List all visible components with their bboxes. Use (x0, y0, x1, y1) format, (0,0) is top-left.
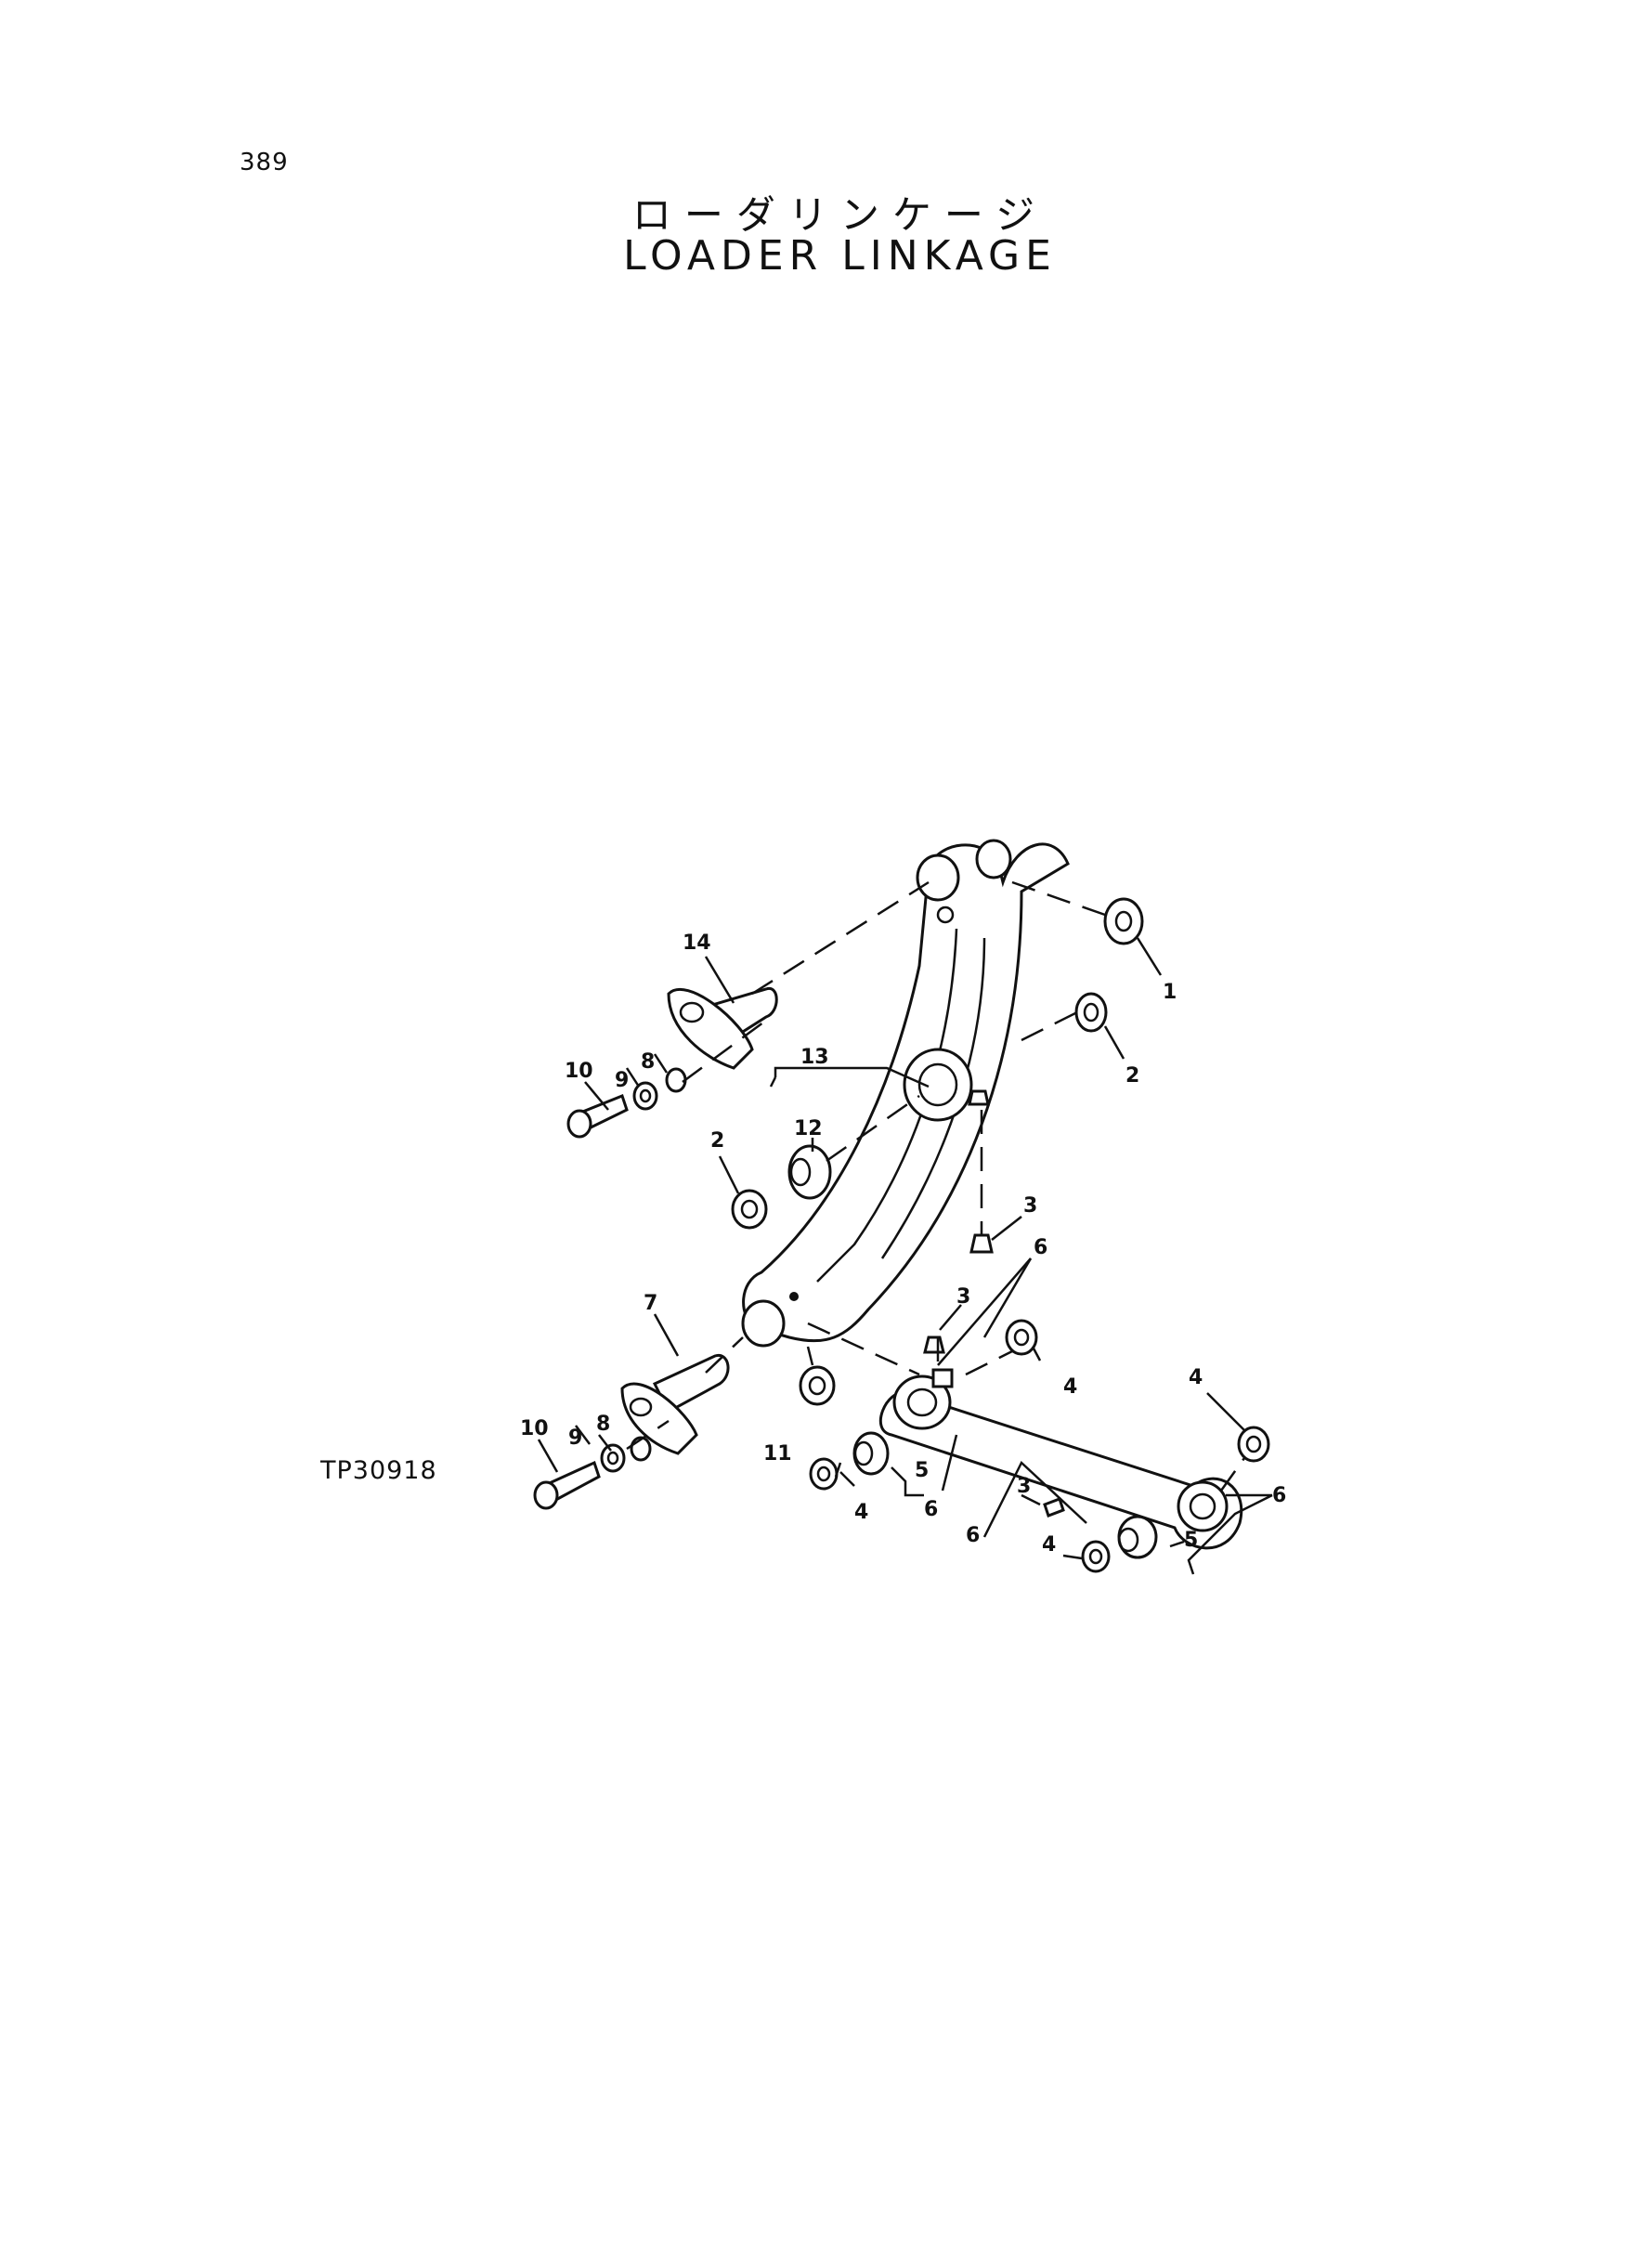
callout-label: 1 (1163, 981, 1177, 1004)
callout-label: 10 (520, 1417, 549, 1440)
pin-14 (667, 987, 778, 1070)
callout-label: 2 (1125, 1064, 1139, 1088)
callout-label: 4 (854, 1501, 868, 1524)
page-number: 389 (240, 149, 289, 176)
callout-label: 12 (794, 1117, 823, 1140)
callout-label: 5 (1184, 1529, 1198, 1552)
callout-label: 3 (1023, 1194, 1037, 1218)
callout-label: 4 (1189, 1366, 1203, 1389)
callout-label: 7 (644, 1292, 657, 1315)
callout-label: 6 (966, 1524, 980, 1547)
callout-label: 6 (924, 1498, 938, 1521)
callout-label: 8 (641, 1050, 655, 1074)
callout-label: 3 (1017, 1475, 1031, 1498)
callout-labels: 1 2 2 3 3 3 4 4 4 4 5 5 6 6 6 6 7 8 8 9 … (520, 932, 1286, 1557)
leader-lines (537, 937, 1273, 1575)
title-japanese: ローダリンケージ (631, 192, 1048, 238)
washers (600, 897, 1270, 1573)
callout-label: 2 (710, 1129, 724, 1153)
callout-label: 3 (956, 1285, 970, 1309)
callout-label: 14 (683, 932, 711, 955)
title-english: LOADER LINKAGE (623, 232, 1057, 280)
bolt-10-lower (533, 1460, 601, 1510)
loader-arm (741, 839, 1070, 1348)
callout-label: 8 (596, 1413, 610, 1436)
callout-label: 6 (1034, 1236, 1047, 1259)
callout-label: 6 (1272, 1484, 1286, 1507)
callout-label: 9 (568, 1427, 582, 1450)
lower-link (878, 1368, 1243, 1550)
pin-7 (620, 1353, 730, 1455)
figure-code: TP30918 (320, 1456, 437, 1485)
callout-label: 13 (800, 1046, 829, 1069)
callout-label: 5 (915, 1459, 929, 1482)
callout-label: 9 (615, 1069, 629, 1092)
assembly-lines (626, 880, 1246, 1492)
bolt-10-upper (566, 1094, 629, 1139)
callout-label: 4 (1063, 1375, 1077, 1399)
callout-label: 10 (565, 1060, 593, 1083)
callout-label: 4 (1042, 1533, 1056, 1557)
callout-label: 11 (763, 1442, 792, 1466)
